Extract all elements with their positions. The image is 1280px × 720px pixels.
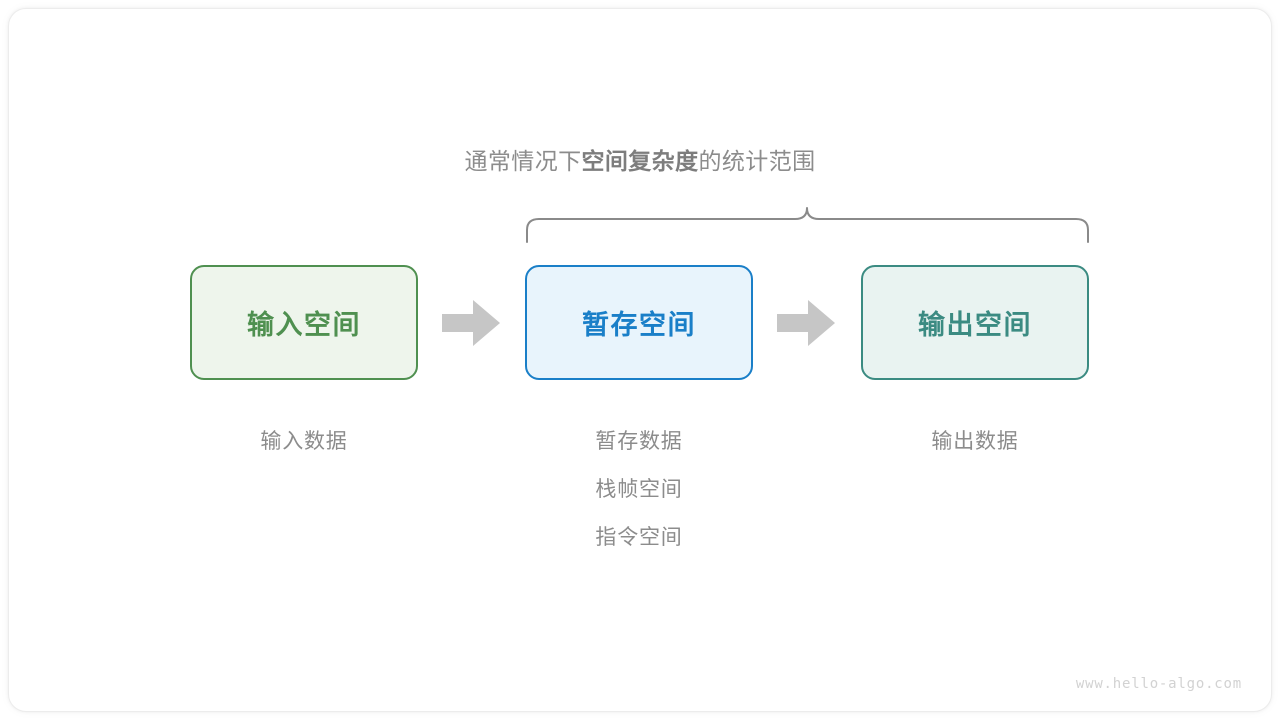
- detail-item: 输出数据: [931, 430, 1019, 453]
- watermark: www.hello-algo.com: [1075, 676, 1242, 692]
- flow-arrow-2: [775, 298, 837, 348]
- node-temp-space-label: 暂存空间: [582, 310, 696, 340]
- caption-segment-3: 的统计范围: [698, 148, 816, 174]
- node-output-space-label: 输出空间: [918, 310, 1032, 340]
- node-input-space-label: 输入空间: [247, 310, 361, 340]
- caption-segment-emphasis: 空间复杂度: [581, 148, 699, 174]
- details-temp-space: 暂存数据 栈帧空间 指令空间: [525, 418, 753, 562]
- node-input-space[interactable]: 输入空间: [190, 265, 418, 380]
- flow-row: 输入空间 暂存空间 输出空间: [190, 265, 1089, 380]
- detail-item: 指令空间: [595, 526, 683, 549]
- curly-brace-down-icon: [526, 207, 1089, 243]
- arrow-right-icon: [777, 300, 835, 346]
- caption-segment-1: 通常情况下: [464, 148, 582, 174]
- detail-item: 输入数据: [260, 430, 348, 453]
- node-details: 输入数据 暂存数据 栈帧空间 指令空间 输出数据: [190, 418, 1089, 563]
- brace-caption: 通常情况下空间复杂度的统计范围: [0, 144, 1280, 178]
- details-input-space: 输入数据: [190, 418, 418, 466]
- details-output-space: 输出数据: [861, 418, 1089, 466]
- node-output-space[interactable]: 输出空间: [861, 265, 1089, 380]
- scope-brace: [515, 196, 1100, 248]
- flow-arrow-1: [440, 298, 502, 348]
- node-temp-space[interactable]: 暂存空间: [525, 265, 753, 380]
- detail-item: 暂存数据: [595, 430, 683, 453]
- arrow-right-icon: [442, 300, 500, 346]
- detail-item: 栈帧空间: [595, 478, 683, 501]
